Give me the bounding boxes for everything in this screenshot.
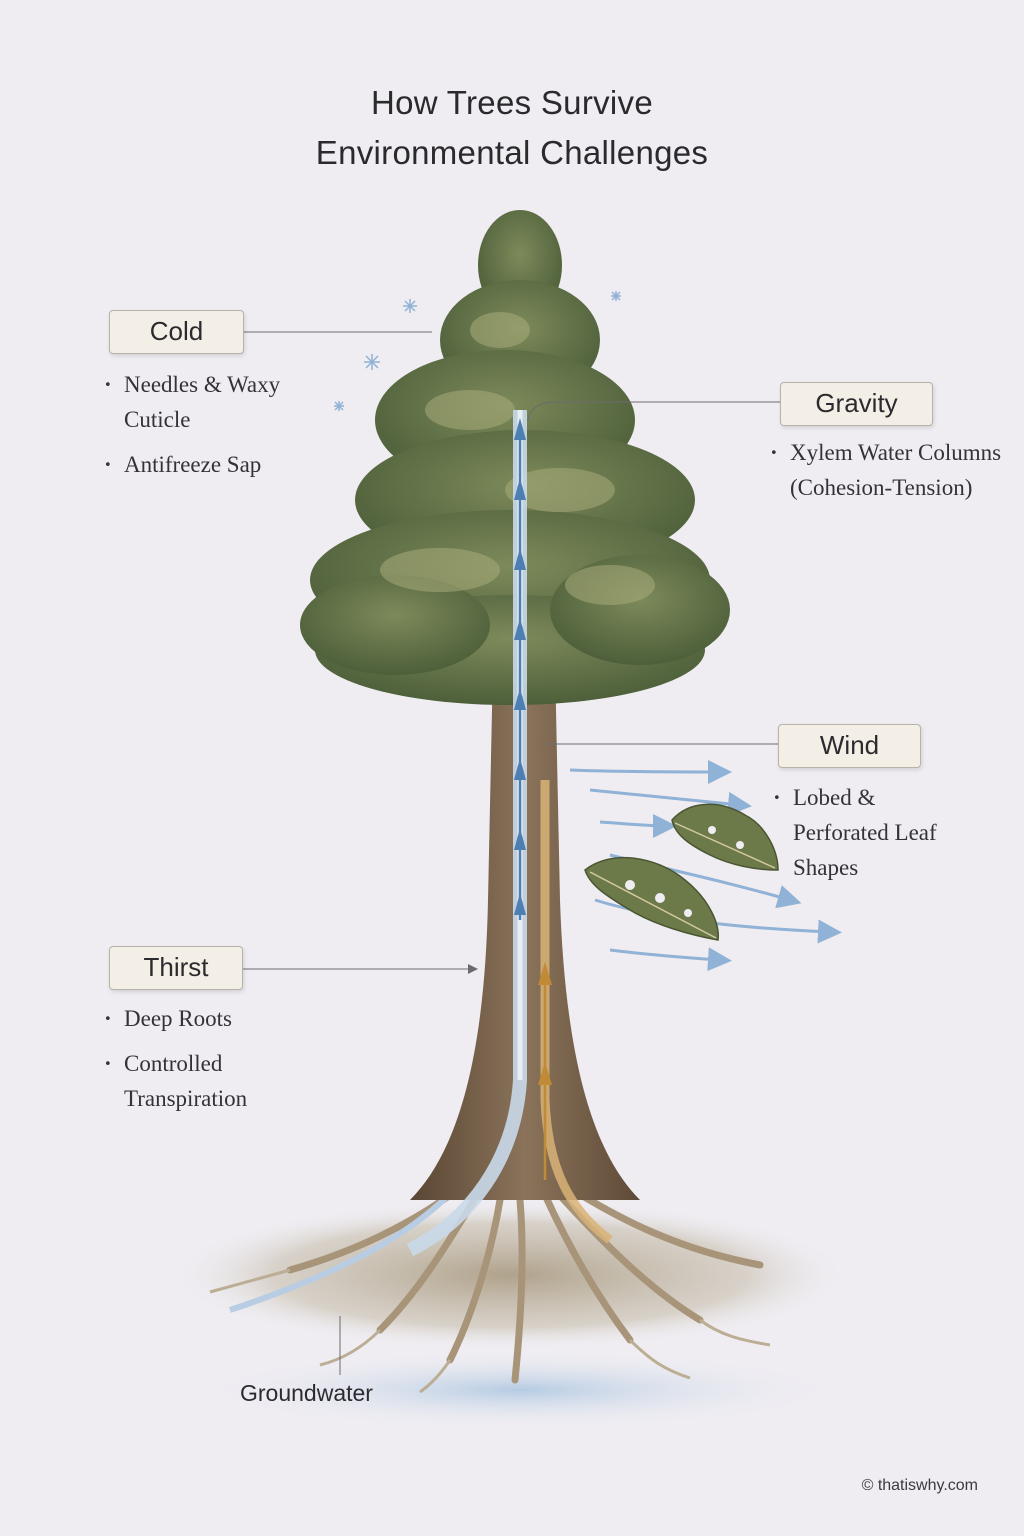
fine-roots [209,1268,771,1394]
thirst-bullet-2: Controlled Transpiration [104,1046,324,1116]
gravity-bullet-1: Xylem Water Columns (Cohesion-Tension) [770,435,1005,505]
gravity-leader-line [527,401,781,421]
xylem-channel [406,410,527,1257]
thirst-leader-arrow [468,964,478,974]
thirst-bullet-1: Deep Roots [104,1001,324,1036]
cold-bullets: Needles & Waxy Cuticle Antifreeze Sap [104,367,324,492]
roots [286,1176,764,1384]
foliage-highlights [380,312,655,605]
title-line-2: Environmental Challenges [315,134,709,171]
wind-bullet-1: Lobed & Perforated Leaf Shapes [773,780,958,885]
thirst-bullets: Deep Roots Controlled Transpiration [104,1001,324,1126]
groundwater-pool [190,1350,850,1430]
title-line-1: How Trees Survive [370,84,654,121]
groundwater-label: Groundwater [240,1380,373,1406]
snowflake-icons [334,291,621,411]
wind-label: Wind [778,724,921,768]
cold-label: Cold [109,310,244,354]
lobed-leaf-icon [671,803,779,871]
perforated-leaf-icon [584,857,719,941]
callout-leader-lines [243,331,781,1375]
thirst-label: Thirst [109,946,243,990]
gravity-bullets: Xylem Water Columns (Cohesion-Tension) [770,435,1005,505]
gravity-label: Gravity [780,382,933,426]
wind-bullets: Lobed & Perforated Leaf Shapes [773,780,958,885]
ground-soil [170,1200,850,1350]
diagram-title: How Trees Survive Environmental Challeng… [0,78,1024,178]
cold-bullet-1: Needles & Waxy Cuticle [104,367,324,437]
cold-bullet-2: Antifreeze Sap [104,447,324,482]
copyright-text: © thatiswhy.com [861,1477,978,1494]
